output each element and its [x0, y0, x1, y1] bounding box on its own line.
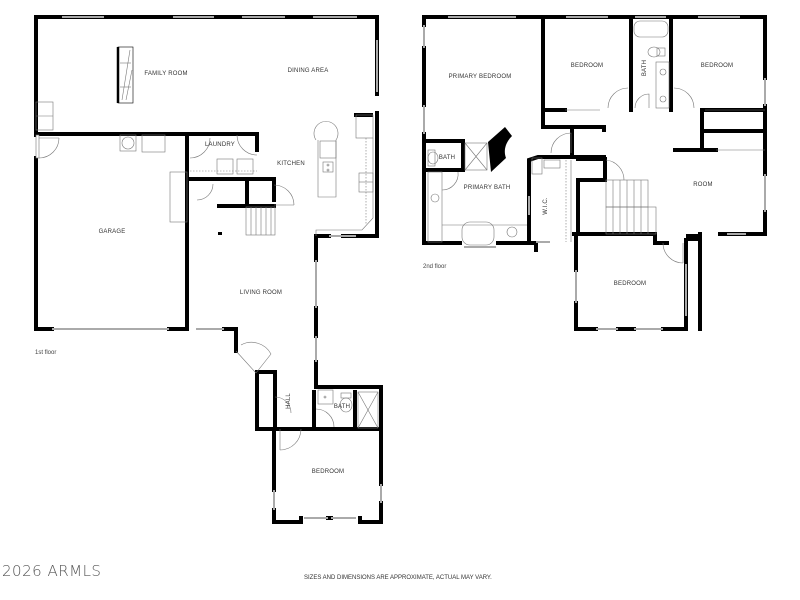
room-label-room: ROOM [693, 182, 713, 188]
room-label-bath-small: BATH [438, 155, 456, 161]
room-label-bath: BATH [333, 404, 351, 410]
room-label-garage: GARAGE [98, 229, 126, 235]
room-label-bedroom: BEDROOM [311, 469, 345, 475]
disclaimer-text: SIZES AND DIMENSIONS ARE APPROXIMATE, AC… [304, 575, 492, 581]
angled-closet-wall [488, 127, 512, 172]
first-floor-windows [52, 16, 382, 519]
room-label-bedroom-2: BEDROOM [700, 63, 734, 69]
copyright-watermark: 2026 ARMLS [2, 562, 102, 580]
second-floor-fixtures [427, 20, 765, 264]
room-label-living-room: LIVING ROOM [239, 290, 283, 296]
second-floor-walls [422, 15, 767, 331]
second-floor-windows [423, 16, 766, 330]
room-column [686, 234, 700, 241]
room-label-primary-bath: PRIMARY BATH [463, 185, 511, 191]
room-label-primary-bedroom: PRIMARY BEDROOM [448, 74, 512, 80]
room-label-family-room: FAMILY ROOM [144, 71, 188, 77]
room-label-dining-area: DINING AREA [287, 68, 329, 74]
room-label-laundry: LAUNDRY [205, 142, 235, 148]
room-label-wic: W.I.C. [543, 197, 549, 215]
first-floor-walls [34, 15, 383, 524]
room-label-bedroom-3: BEDROOM [613, 281, 647, 287]
room-label-hall: HALL [286, 393, 292, 409]
floor-label-first: 1st floor [35, 350, 57, 356]
room-label-bath-upper: BATH [642, 59, 648, 77]
room-label-bedroom-1: BEDROOM [570, 63, 604, 69]
first-floor-fixtures [35, 46, 379, 451]
floor-label-second: 2nd floor [423, 264, 447, 270]
room-label-kitchen: KITCHEN [277, 161, 305, 167]
